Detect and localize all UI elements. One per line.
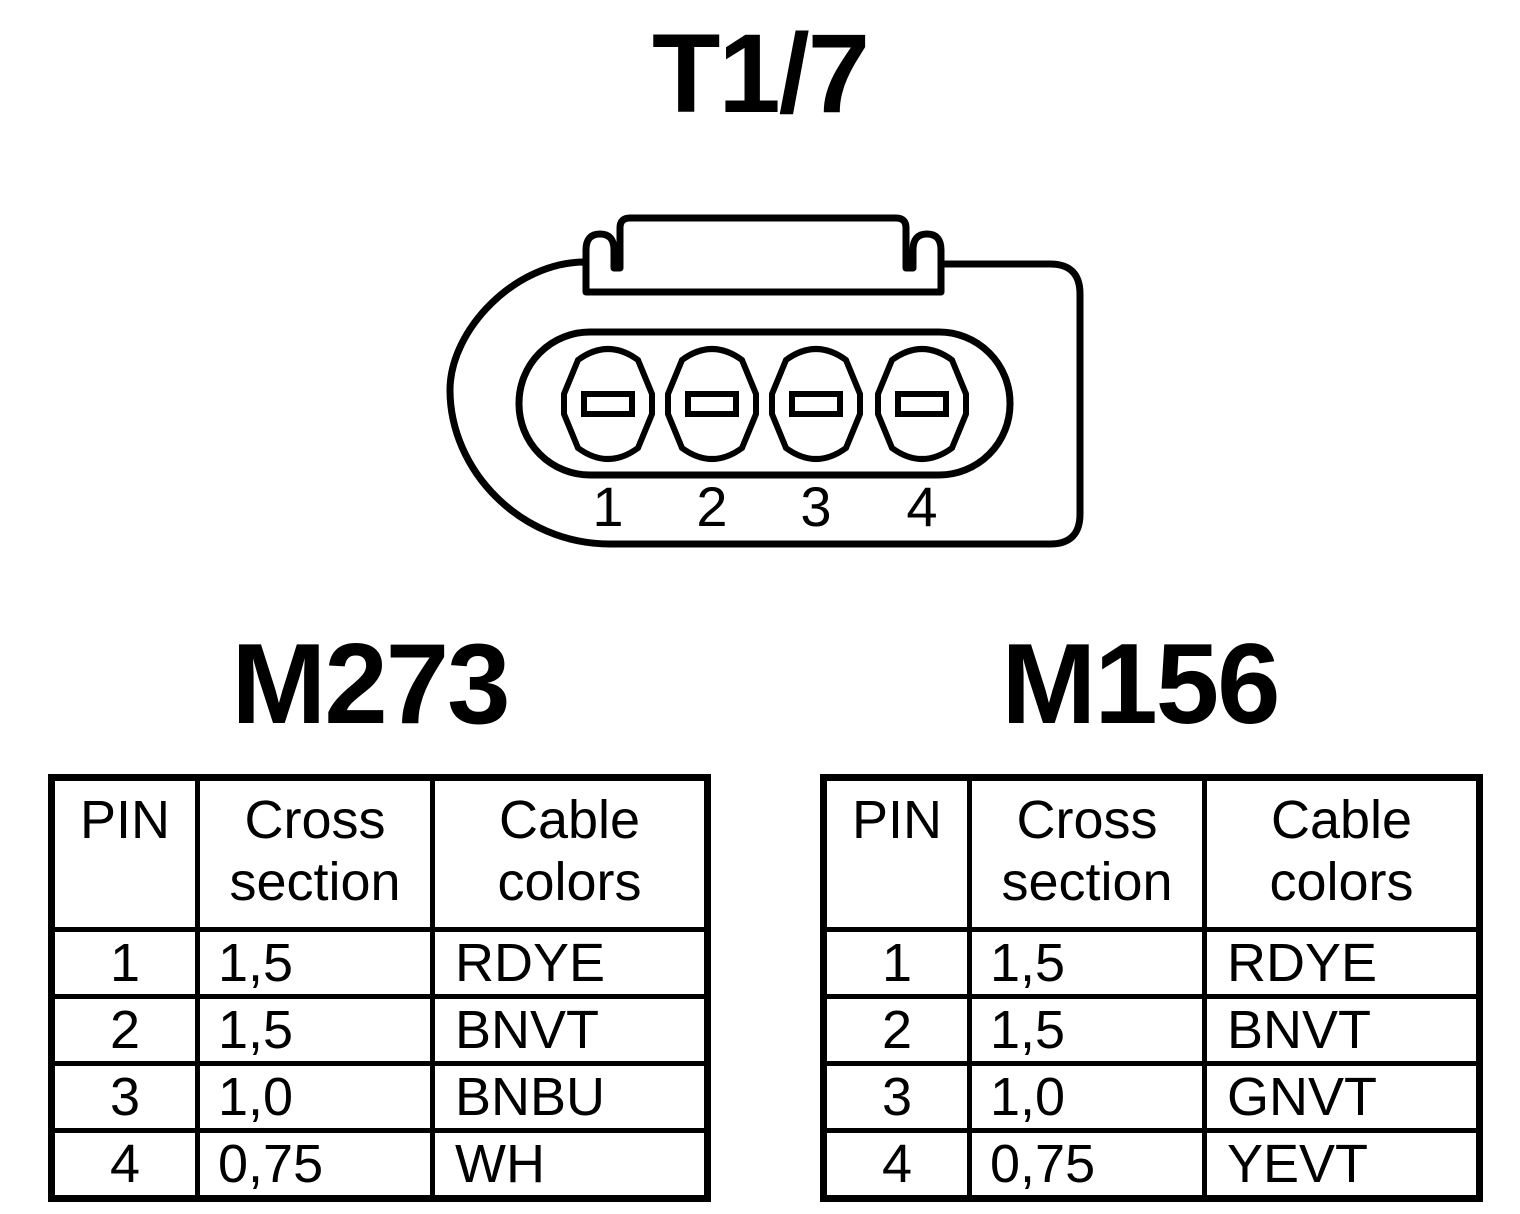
pin-table-m156: PIN Cross section Cable colors 1 1,5 RDY… xyxy=(820,774,1483,1202)
model-title-m273: M273 xyxy=(231,621,510,748)
pin-number: 3 xyxy=(49,1061,200,1133)
model-title-m156: M156 xyxy=(1001,621,1280,748)
cross-section-value: 1,5 xyxy=(967,994,1207,1066)
header-cross-section: Cross section xyxy=(967,775,1207,932)
pin-socket xyxy=(665,346,759,462)
pin-socket-outline xyxy=(875,346,969,462)
pin-socket-outline xyxy=(561,346,655,462)
cross-section-value: 0,75 xyxy=(967,1128,1207,1201)
table-header-row: PIN Cross section Cable colors xyxy=(49,775,710,932)
pin-socket xyxy=(769,346,863,462)
pin-socket-outline xyxy=(769,346,863,462)
pin-label: 4 xyxy=(906,475,937,538)
cable-color-value: YEVT xyxy=(1202,1128,1482,1201)
table-header-row: PIN Cross section Cable colors xyxy=(821,775,1482,932)
header-cross-section: Cross section xyxy=(195,775,435,932)
pin-label: 1 xyxy=(592,475,623,538)
table-row: 3 1,0 BNBU xyxy=(49,1061,710,1133)
table-row: 1 1,5 RDYE xyxy=(49,927,710,999)
pin-slot xyxy=(895,391,949,417)
header-cable-colors-line2: colors xyxy=(497,852,642,912)
cross-section-value: 0,75 xyxy=(195,1128,435,1201)
pin-number: 2 xyxy=(49,994,200,1066)
pin-number: 4 xyxy=(49,1128,200,1201)
cable-color-value: BNBU xyxy=(430,1061,710,1133)
table-row: 4 0,75 WH xyxy=(49,1128,710,1201)
pin-number: 1 xyxy=(821,927,972,999)
table-row: 2 1,5 BNVT xyxy=(821,994,1482,1066)
cable-color-value: RDYE xyxy=(430,927,710,999)
header-pin: PIN xyxy=(821,775,972,932)
pin-socket xyxy=(875,346,969,462)
table-row: 2 1,5 BNVT xyxy=(49,994,710,1066)
header-cross-section-line1: Cross xyxy=(1016,790,1158,850)
header-cable-colors-line2: colors xyxy=(1269,852,1414,912)
header-cross-section-line2: section xyxy=(1001,852,1173,912)
table-row: 3 1,0 GNVT xyxy=(821,1061,1482,1133)
cable-color-value: BNVT xyxy=(430,994,710,1066)
pin-frame xyxy=(515,328,1014,479)
connector-housing xyxy=(446,258,1084,548)
cable-color-value: WH xyxy=(430,1128,710,1201)
cross-section-value: 1,0 xyxy=(195,1061,435,1133)
table-row: 1 1,5 RDYE xyxy=(821,927,1482,999)
connector-drawing: 1 2 3 4 xyxy=(446,214,1084,548)
pin-socket-outline xyxy=(665,346,759,462)
cable-color-value: RDYE xyxy=(1202,927,1482,999)
pin-slot xyxy=(685,391,739,417)
header-cable-colors-line1: Cable xyxy=(498,790,641,850)
pin-number: 4 xyxy=(821,1128,972,1201)
cable-color-value: GNVT xyxy=(1202,1061,1482,1133)
pin-socket xyxy=(561,346,655,462)
cross-section-value: 1,5 xyxy=(195,927,435,999)
table-row: 4 0,75 YEVT xyxy=(821,1128,1482,1201)
pin-slot xyxy=(581,391,635,417)
pin-label: 3 xyxy=(800,475,831,538)
pin-table-m273: PIN Cross section Cable colors 1 1,5 RDY… xyxy=(48,774,711,1202)
pin-number: 3 xyxy=(821,1061,972,1133)
pin-label: 2 xyxy=(696,475,727,538)
cross-section-value: 1,5 xyxy=(195,994,435,1066)
locking-tab xyxy=(582,214,945,296)
connector-title: T1/7 xyxy=(651,11,870,136)
header-cable-colors-line1: Cable xyxy=(1270,790,1413,850)
pin-number: 1 xyxy=(49,927,200,999)
cross-section-value: 1,0 xyxy=(967,1061,1207,1133)
header-cross-section-line2: section xyxy=(229,852,401,912)
pin-number: 2 xyxy=(821,994,972,1066)
cable-color-value: BNVT xyxy=(1202,994,1482,1066)
cross-section-value: 1,5 xyxy=(967,927,1207,999)
header-cross-section-line1: Cross xyxy=(244,790,386,850)
header-pin: PIN xyxy=(49,775,200,932)
pin-slot xyxy=(789,391,843,417)
header-cable-colors: Cable colors xyxy=(1202,775,1482,932)
header-cable-colors: Cable colors xyxy=(430,775,710,932)
